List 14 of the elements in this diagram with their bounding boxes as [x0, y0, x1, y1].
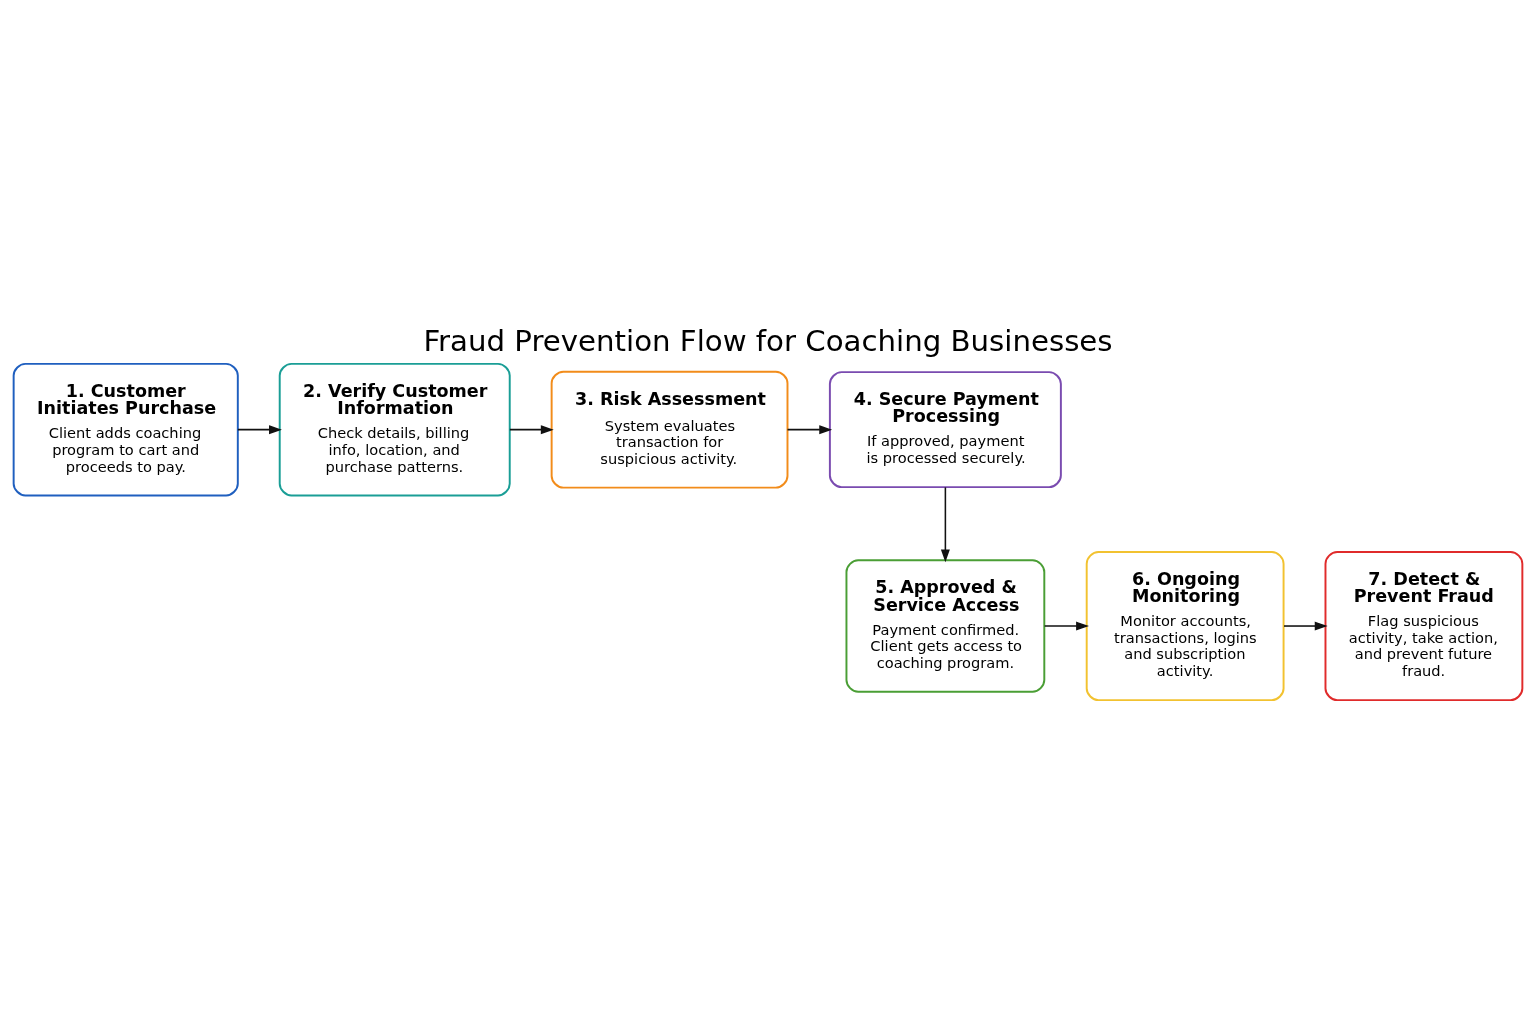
node-box: 3. Risk Assessment System evaluates transaction for suspicious activity. [550, 370, 789, 489]
arrow [509, 425, 554, 435]
node-box: 7. Detect & Prevent Fraud Flag suspicious activity, take action, and prevent future fraud. [1324, 551, 1524, 702]
diagram-title: Fraud Prevention Flow for Coaching Businesses [423, 324, 1113, 359]
node-box: 6. Ongoing Monitoring Monitor accounts, transactions, logins and subscription activity. [1085, 551, 1285, 702]
arrow [1283, 621, 1328, 631]
node-box: 4. Secure Payment Processing If approved, payment is processed securely. [828, 371, 1062, 489]
arrow [1043, 621, 1089, 631]
node-box: 5. Approved & Service Access Payment confirmed. Client gets access to coaching program. [845, 559, 1046, 693]
node-box: 1. Customer Initiates Purchase Client adds coaching program to cart and proceeds to pay. [12, 362, 239, 497]
arrow [786, 425, 833, 435]
arrow [237, 425, 282, 435]
node-box: 2. Verify Customer Information Check details, billing info, location, and purchase patterns. [278, 362, 511, 497]
arrow [940, 486, 950, 563]
